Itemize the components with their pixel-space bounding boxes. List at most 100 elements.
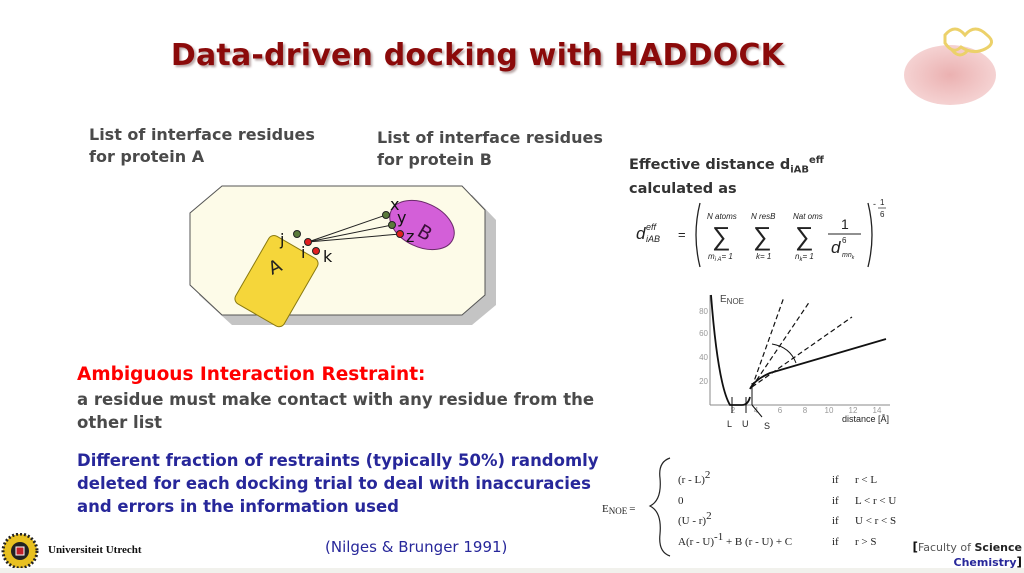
graph-xlabel: distance [Å]: [842, 414, 889, 424]
exp-num: 1: [880, 198, 885, 207]
ytick-80: 80: [699, 307, 708, 316]
faculty-science: Science: [974, 541, 1023, 554]
pw-lhs-sub: NOE: [609, 506, 628, 516]
marker-u: U: [742, 419, 749, 429]
formula-eq: =: [678, 227, 686, 242]
sum3-top: Nat oms: [793, 212, 823, 221]
svg-text:A(r - U)-1 + B (r - U) + C: A(r - U)-1 + B (r - U) + C: [678, 531, 792, 548]
enoe-graph: ENOE 20 40 60 80 2 4 6 8 10 12 14 L U S …: [699, 294, 890, 431]
sum1-sigma: ∑: [712, 221, 731, 251]
pw-lhs: E: [602, 503, 609, 515]
residue-z-label: z: [406, 227, 414, 246]
protein-a-shape: [234, 235, 319, 328]
sum3-bot: n: [795, 252, 800, 261]
marker-l: L: [727, 419, 732, 429]
xtick-2: 2: [731, 406, 736, 415]
xtick-12: 12: [849, 406, 858, 415]
svg-text:mi A= 1: mi A= 1: [708, 252, 733, 263]
pw-if-0: if: [832, 474, 839, 486]
slide-title: Data-driven docking with HADDOCK: [170, 38, 785, 73]
svg-text:(r - L)2: (r - L)2: [678, 469, 710, 486]
svg-text:ENOE=: ENOE=: [602, 503, 635, 516]
pw-sup-0: 2: [705, 469, 711, 481]
pw-expr-0: (r - L): [678, 474, 705, 486]
residue-y: [388, 221, 396, 229]
frac-den-subsub: k: [852, 255, 855, 261]
sum1-bot-rest: = 1: [721, 252, 732, 261]
xtick-10: 10: [825, 406, 834, 415]
sum3-sigma: ∑: [795, 221, 814, 251]
list-b-line2: for protein B: [377, 150, 492, 169]
pw-expr-1: 0: [678, 495, 684, 507]
eff-sup: eff: [809, 155, 824, 166]
residue-k-label: k: [323, 247, 333, 266]
residue-y-label: y: [397, 208, 406, 227]
dashed-line-3: [751, 316, 853, 388]
pw-expr-3: A(r - U): [678, 536, 714, 548]
svg-text:nk= 1: nk= 1: [795, 252, 814, 263]
effective-distance-formula: d eff iAB = N atoms ∑ mi A= 1 N resB ∑ k…: [636, 198, 886, 268]
ytick-60: 60: [699, 329, 708, 338]
marker-s: S: [764, 421, 770, 431]
sum2-sigma: ∑: [753, 221, 772, 251]
diagram-panel: [189, 185, 486, 316]
protein-structure-image: [904, 27, 996, 105]
exp-den: 6: [880, 210, 885, 219]
angle-arrow: [771, 343, 797, 364]
docking-diagram: A B j i k x y z: [189, 185, 496, 328]
pw-row-1: 0 if L < r < U: [678, 495, 896, 507]
close-bracket: ]: [1016, 555, 1022, 569]
svg-text:ENOE: ENOE: [720, 294, 744, 306]
footer-band: [0, 568, 1024, 573]
pw-sup-3: -1: [714, 531, 723, 543]
list-b-line1: List of interface residues: [377, 128, 603, 147]
sum3-bot-sub: k: [799, 257, 803, 263]
pw-range-0: r < L: [855, 474, 877, 486]
sum2-top: N resB: [751, 212, 776, 221]
xtick-14: 14: [873, 406, 882, 415]
pw-expr-2: (U - r): [678, 515, 706, 527]
frac-den: d: [831, 238, 841, 257]
citation: (Nilges & Brunger 1991): [325, 538, 508, 556]
formula-lhs: d: [636, 224, 646, 243]
list-a-label: List of interface residues for protein A: [89, 124, 315, 168]
pw-if-2: if: [832, 515, 839, 527]
protein-b-shape: [389, 199, 455, 251]
department: Chemistry: [953, 556, 1017, 569]
ytick-20: 20: [699, 377, 708, 386]
sum1-top: N atoms: [707, 212, 737, 221]
enoe-curve-well: [710, 294, 751, 406]
pw-row-3: A(r - U)-1 + B (r - U) + C if r > S: [678, 531, 876, 548]
exp-sign: -: [873, 199, 876, 209]
residue-j: [293, 230, 301, 238]
residue-i-label: i: [301, 243, 305, 262]
air-heading: Ambiguous Interaction Restraint:: [77, 364, 426, 385]
enoe-piecewise-formula: ENOE= (r - L)2 if r < L 0 if L < r < U (…: [602, 457, 896, 557]
open-bracket: [: [912, 540, 918, 554]
svg-text:mnk: mnk: [842, 252, 855, 261]
residue-x-label: x: [390, 195, 399, 214]
pw-if-3: if: [832, 536, 839, 548]
effective-distance-heading: Effective distance diABeff calculated as: [629, 152, 824, 198]
graph-ylabel-sub: NOE: [727, 297, 744, 306]
pw-if-1: if: [832, 495, 839, 507]
pw-range-1: L < r < U: [855, 495, 896, 507]
restraint-fraction-text: Different fraction of restraints (typica…: [77, 451, 599, 516]
pw-row-0: (r - L)2 if r < L: [678, 469, 877, 486]
list-a-line2: for protein A: [89, 147, 205, 166]
uu-sun-logo: [1, 533, 39, 569]
sum3-bot-rest: = 1: [802, 252, 813, 261]
xtick-8: 8: [803, 406, 808, 415]
ytick-40: 40: [699, 353, 708, 362]
frac-den-sub: mn: [842, 252, 852, 259]
residue-z: [396, 230, 404, 238]
formula-lhs-sub: iAB: [646, 234, 660, 244]
pw-range-3: r > S: [855, 536, 876, 548]
pw-eq: =: [629, 503, 635, 515]
sum1-bot-sub: i A: [715, 257, 722, 263]
svg-text:(U - r)2: (U - r)2: [678, 510, 712, 527]
eff-line2: calculated as: [629, 180, 737, 197]
sum1-bot: m: [708, 252, 715, 261]
air-description: a residue must make contact with any res…: [77, 390, 595, 432]
residue-i: [304, 238, 312, 246]
